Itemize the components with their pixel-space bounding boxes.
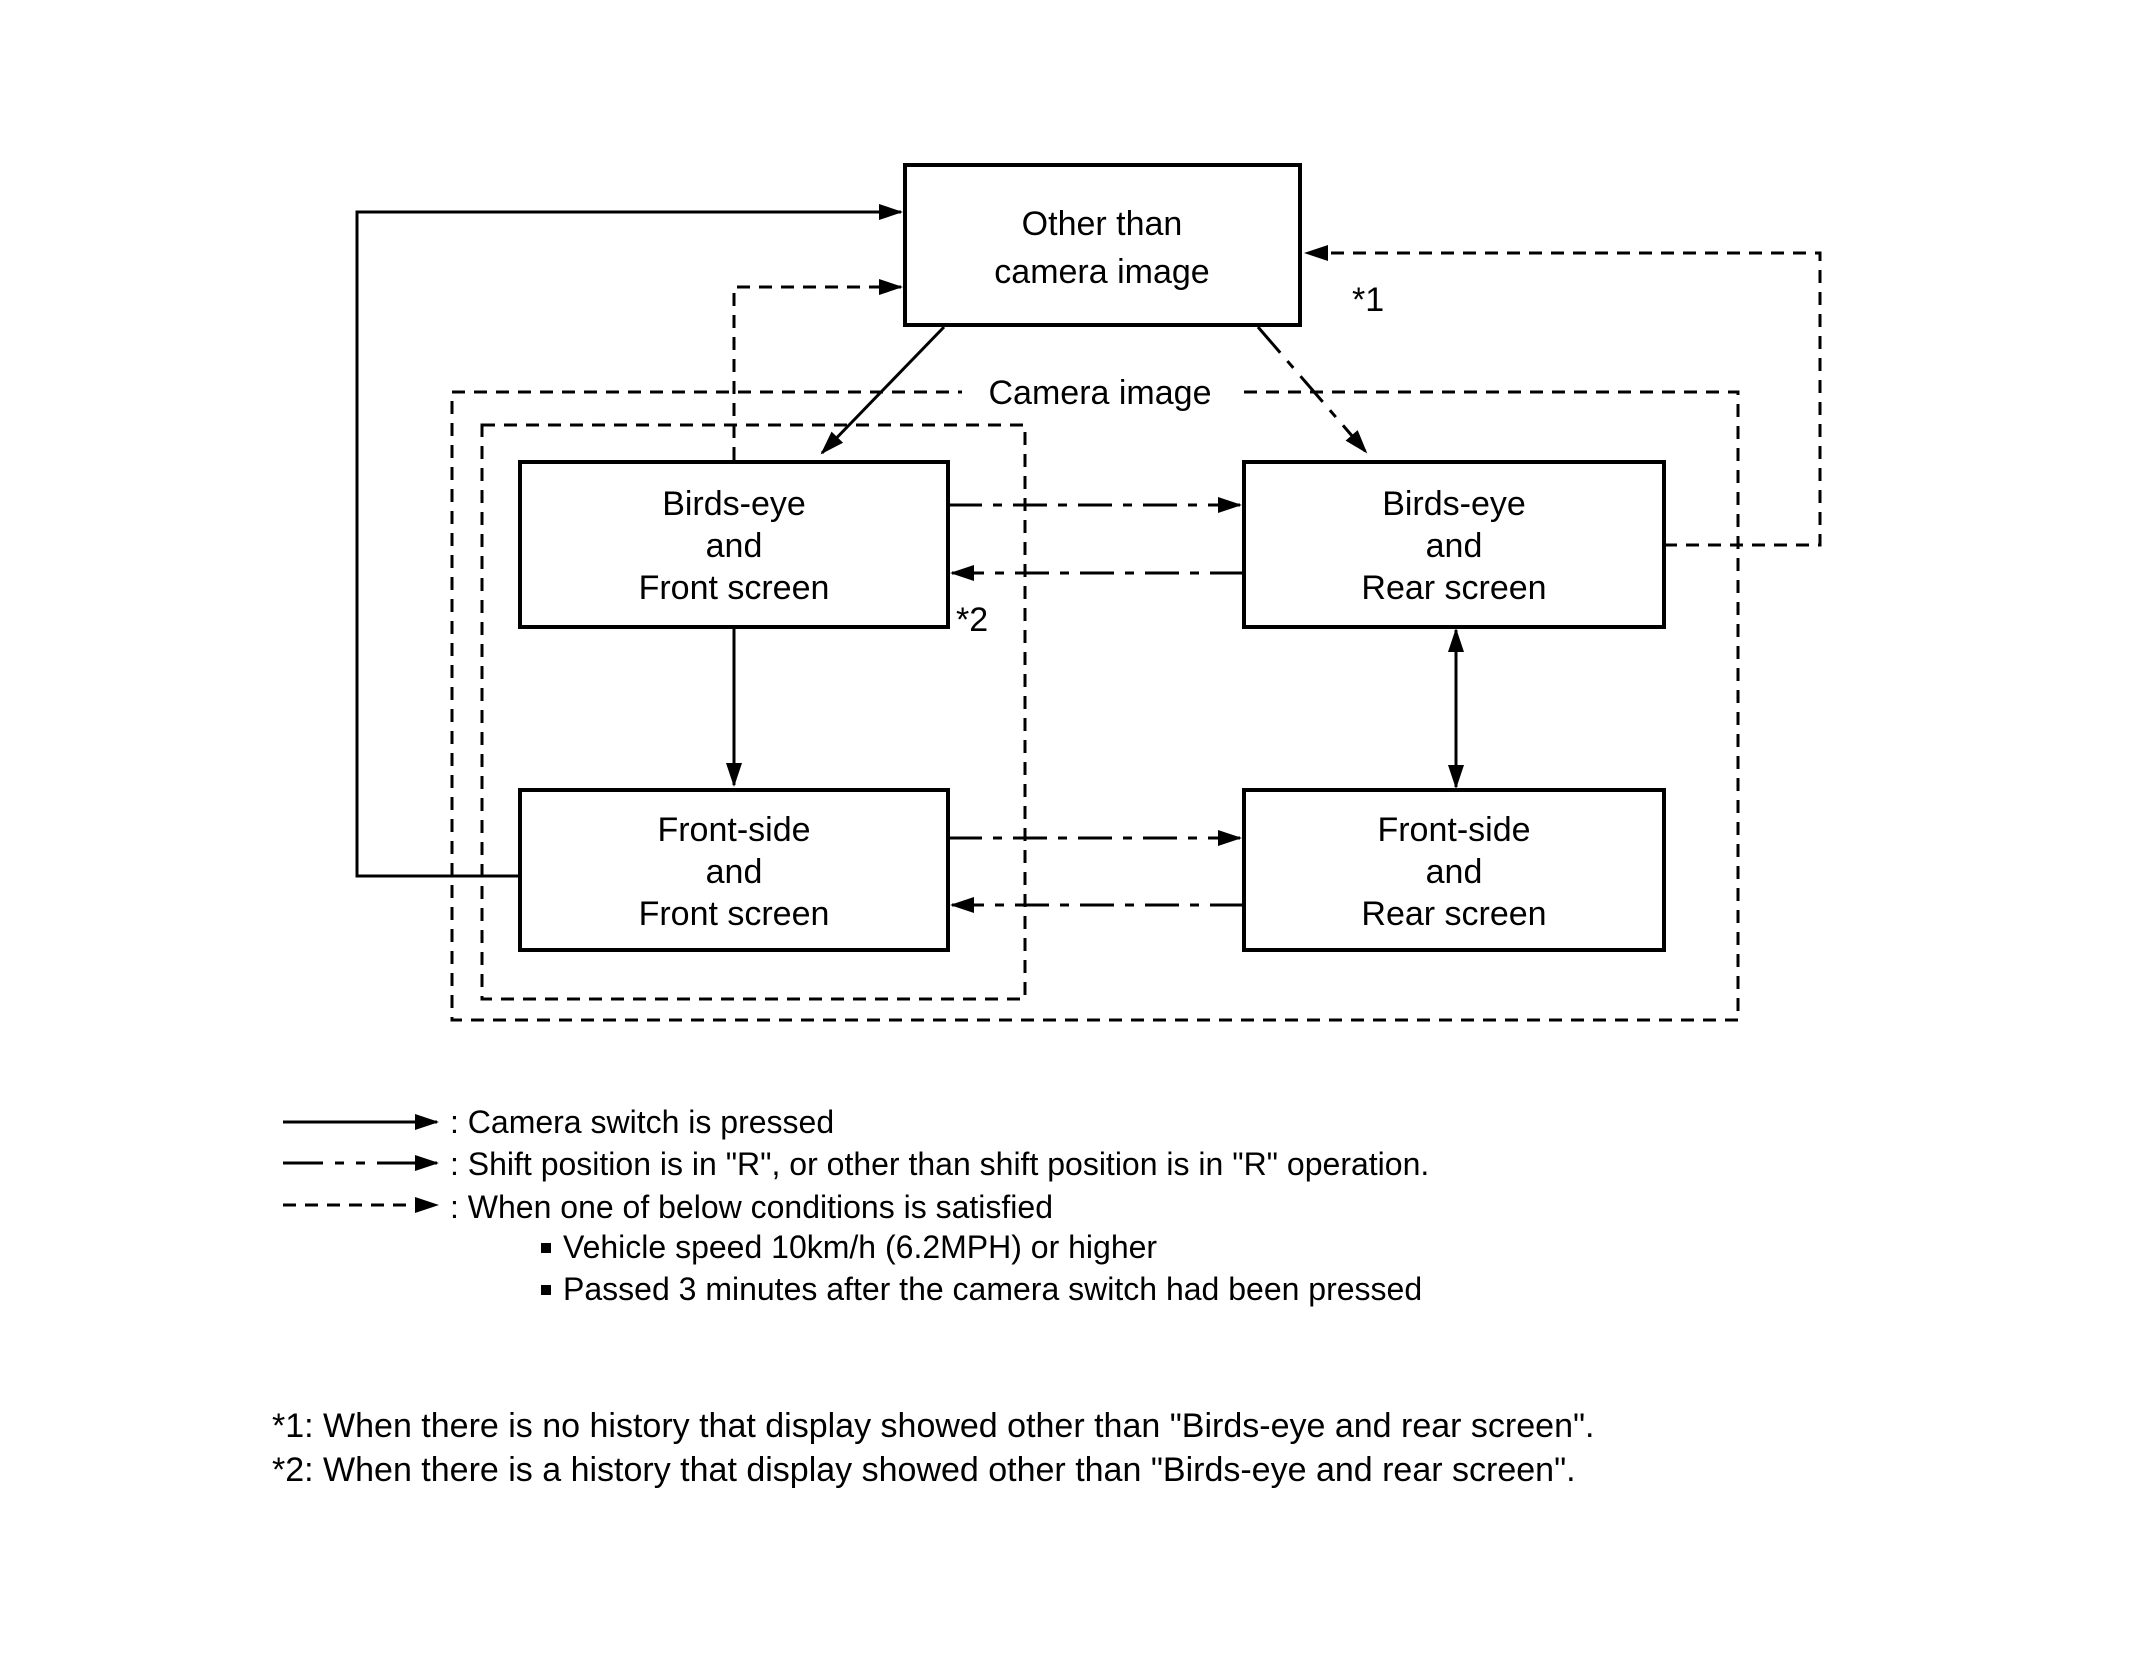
arrow-other-to-birdseye-rear-shift	[1256, 326, 1368, 454]
birdseye-rear-label-line2: and	[1426, 527, 1483, 565]
legend-condition-2: Passed 3 minutes after the camera switch…	[563, 1271, 1422, 1307]
other-than-label-line2: camera image	[994, 253, 1209, 291]
arrow-birdseye-rear-to-other-dashed	[1304, 245, 1822, 547]
frontside-rear-label-line2: and	[1426, 853, 1483, 891]
frontside-rear-label-line1: Front-side	[1377, 811, 1530, 849]
legend-dashdot-label: : Shift position is in "R", or other tha…	[450, 1146, 1429, 1182]
birdseye-front-label-line1: Birds-eye	[662, 485, 806, 523]
front-screen-group-border	[480, 423, 1027, 1001]
birdseye-front-label-line2: and	[706, 527, 763, 565]
other-than-label-line1: Other than	[1022, 205, 1183, 243]
frontside-front-label-line1: Front-side	[657, 811, 810, 849]
state-box-other-than-camera-image	[903, 163, 1302, 327]
state-box-frontside-front-screen	[518, 788, 950, 952]
frontside-rear-label-line3: Rear screen	[1361, 895, 1546, 933]
legend-condition-1: Vehicle speed 10km/h (6.2MPH) or higher	[563, 1229, 1157, 1265]
footnote-2: *2: When there is a history that display…	[272, 1451, 1576, 1489]
bullet-icon	[541, 1285, 551, 1295]
camera-image-group-label: Camera image	[989, 374, 1212, 412]
bullet-icon	[541, 1243, 551, 1253]
arrow-birdseye-front-to-other-dashed	[732, 279, 903, 460]
footnote-1: *1: When there is no history that displa…	[272, 1407, 1595, 1445]
state-box-birdseye-rear-screen	[1242, 460, 1666, 629]
state-box-frontside-rear-screen	[1242, 788, 1666, 952]
birdseye-front-label-line3: Front screen	[639, 569, 830, 607]
frontside-front-label-line2: and	[706, 853, 763, 891]
frontside-front-label-line3: Front screen	[639, 895, 830, 933]
legend-dashed-label: : When one of below conditions is satisf…	[450, 1189, 1053, 1225]
state-box-birdseye-front-screen	[518, 460, 950, 629]
arrow-frontside-front-to-other-solid	[355, 204, 903, 878]
legend-solid-label: : Camera switch is pressed	[450, 1104, 834, 1140]
birdseye-rear-label-line3: Rear screen	[1361, 569, 1546, 607]
birdseye-rear-label-line1: Birds-eye	[1382, 485, 1526, 523]
footnote-ref-2: *2	[956, 601, 988, 639]
arrow-other-to-birdseye-front-solid	[820, 325, 946, 455]
footnote-ref-1: *1	[1352, 281, 1384, 319]
camera-image-label-mask	[962, 372, 1238, 414]
